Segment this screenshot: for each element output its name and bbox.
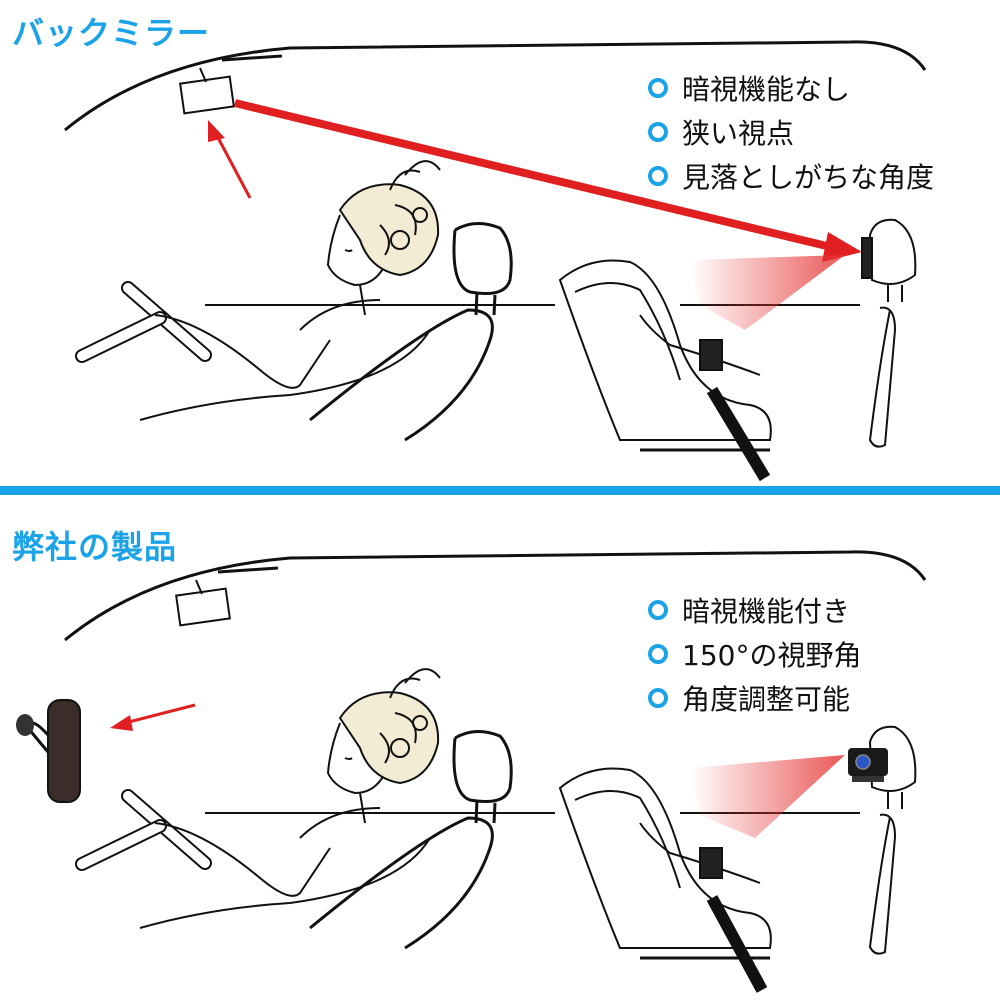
section-title-mirror: バックミラー [12, 14, 211, 52]
mirror-feature-list: 暗視機能なし 狭い視点 見落としがちな角度 [648, 66, 934, 198]
rear-headrest [861, 218, 917, 448]
car-roof-line [64, 40, 927, 132]
seat-belt [706, 386, 771, 482]
product-panel: 弊社の製品 暗視機能付き 150°の視野角 角度調整可能 [0, 510, 1000, 1000]
driver-seat [309, 222, 513, 442]
car-roof-line [64, 550, 927, 642]
section-title-product: 弊社の製品 [12, 528, 178, 566]
driver-hair [338, 160, 441, 277]
rearview-mirror [175, 587, 231, 627]
bullet-circle-icon [648, 78, 668, 98]
driver-hair [338, 668, 441, 785]
red-arrow-to-headrest [234, 99, 836, 252]
bullet-circle-icon [648, 600, 668, 620]
feature-item: 角度調整可能 [648, 676, 861, 720]
red-arrow-to-monitor [124, 703, 196, 725]
bullet-circle-icon [648, 122, 668, 142]
bullet-circle-icon [648, 166, 668, 186]
bullet-circle-icon [648, 688, 668, 708]
driver-figure [139, 214, 431, 421]
feature-item: 暗視機能付き [648, 588, 861, 632]
backup-camera-icon [848, 748, 888, 782]
rear-headrest [868, 725, 917, 955]
camera-view-beam [690, 755, 845, 838]
rearview-mirror-illustration [64, 40, 927, 482]
product-illustration [16, 550, 927, 993]
feature-item: 暗視機能なし [648, 66, 934, 110]
bullet-circle-icon [648, 644, 668, 664]
feature-item: 見落としがちな角度 [648, 154, 934, 198]
feature-item: 150°の視野角 [648, 632, 861, 676]
display-monitor [16, 699, 81, 803]
rearview-mirror-panel: バックミラー 暗視機能なし 狭い視点 見落としがちな角度 [0, 0, 1000, 495]
feature-item: 狭い視点 [648, 110, 934, 154]
driver-seat [309, 730, 513, 950]
section-divider [0, 486, 1000, 495]
product-feature-list: 暗視機能付き 150°の視野角 角度調整可能 [648, 588, 861, 720]
seat-belt [706, 895, 768, 993]
rearview-mirror [179, 75, 235, 115]
driver-figure [139, 722, 431, 929]
camera-view-beam [690, 255, 845, 330]
red-arrow-up [213, 131, 252, 199]
